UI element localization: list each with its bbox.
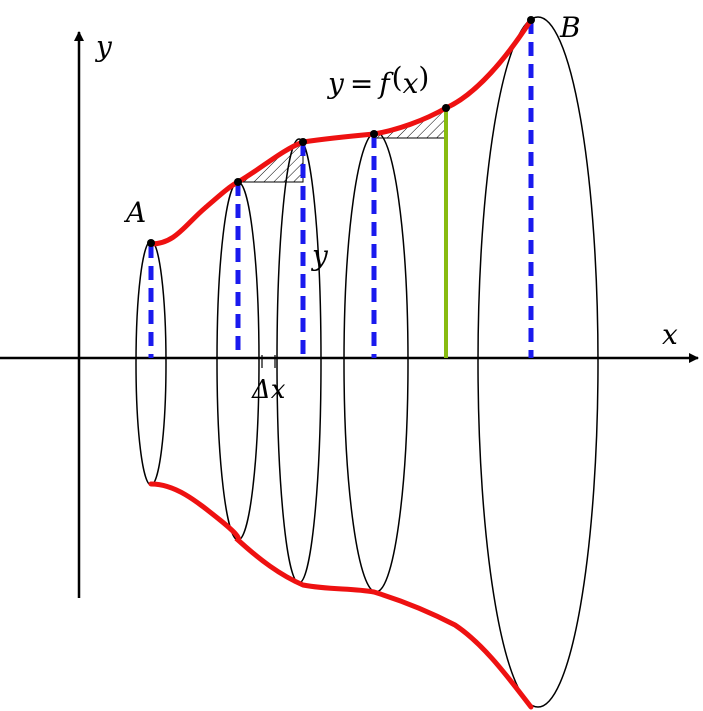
upper-curve: [148, 17, 534, 247]
x-axis-label: x: [662, 318, 678, 351]
curve-point: [147, 239, 155, 247]
y-axis-label: y: [94, 30, 113, 63]
radius-y-label: y: [310, 239, 329, 272]
cross-section-ellipse: [276, 138, 322, 584]
curve-point: [370, 130, 378, 138]
curve-point: [527, 16, 535, 24]
curve-point: [442, 104, 450, 112]
curve-point: [234, 178, 242, 186]
delta-x-label: Δx: [251, 375, 286, 405]
lower-curve: [148, 481, 534, 710]
point-b-label: B: [559, 11, 581, 44]
curve-point: [299, 138, 307, 146]
point-a-label: A: [123, 196, 146, 229]
cross-section-ellipse: [477, 16, 599, 708]
curve-equation-label: y=f(x): [326, 61, 429, 100]
